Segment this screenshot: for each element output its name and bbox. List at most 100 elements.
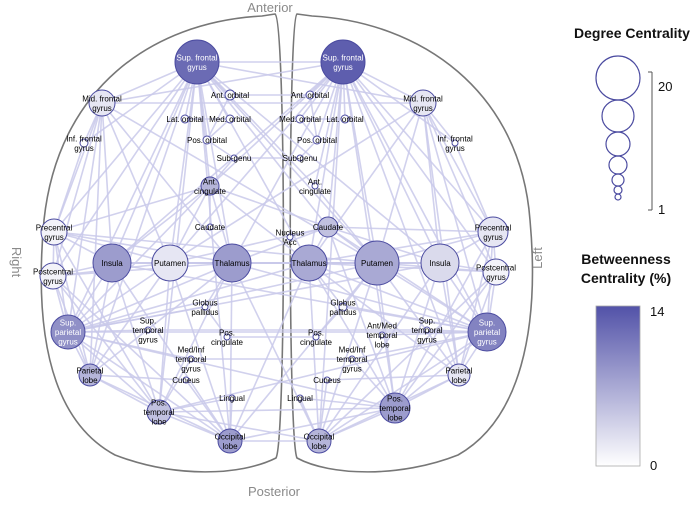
- node-circle-r-aorb: [224, 89, 236, 101]
- degree-min-label: 1: [658, 202, 665, 217]
- node-circle-l-subgenu: [296, 154, 304, 162]
- node-circle-l-gp: [338, 302, 348, 312]
- edge-r-aorb-r-porb: [206, 94, 231, 141]
- node-circle-l-mfg: [409, 89, 437, 117]
- node-label-l-spg: Sup.: [479, 319, 495, 328]
- node-label-l-stg: Sup.: [419, 317, 435, 326]
- node-label-l-stg: temporal: [411, 326, 442, 335]
- node-circle-r-lorb: [180, 114, 190, 124]
- node-label-l-caud: Caudate: [313, 223, 344, 232]
- node-circle-l-aorb: [305, 90, 315, 100]
- node-label-r-pcing: Pos.: [219, 328, 235, 337]
- degree-legend-circle-1: [614, 193, 622, 201]
- left-side-label: Left: [530, 247, 545, 269]
- edge-l-caud-l-ptl: [327, 226, 396, 409]
- edge-l-gp-l-pcing: [315, 306, 344, 338]
- node-label-l-mitg: temporal: [336, 355, 367, 364]
- degree-size-scale: [595, 55, 641, 201]
- node-circle-r-postcg: [39, 262, 67, 290]
- node-l-lorb: Lat. orbital: [326, 114, 364, 124]
- betweenness-legend-title-line2: Centrality (%): [581, 270, 671, 286]
- node-label-l-mfg: Mid. frontal: [403, 94, 443, 103]
- node-label-r-acing: Ant.: [203, 177, 217, 186]
- betweenness-min-label: 0: [650, 458, 657, 473]
- node-label-r-gp: pallidus: [191, 308, 218, 317]
- node-label-r-occ: lobe: [222, 442, 238, 451]
- node-label-l-mitg: Med/Inf: [339, 346, 366, 355]
- edge-r-insula-r-acing: [111, 185, 211, 264]
- node-circle-r-parl: [78, 363, 102, 387]
- betweenness-legend-title-line1: Betweenness: [581, 251, 671, 267]
- edge-r-put-r-spg: [67, 262, 171, 333]
- node-label-l-pcing: Pos.: [308, 328, 324, 337]
- edge-r-spg-r-ptl: [67, 331, 160, 413]
- node-label-r-ifg: gyrus: [74, 144, 94, 153]
- edge-r-thal-r-spg: [67, 262, 233, 333]
- node-label-l-ifg: Inf. frontal: [437, 134, 473, 143]
- right-side-label: Right: [9, 247, 24, 278]
- node-circle-r-morb: [225, 114, 235, 124]
- edge-r-spg-r-occ: [67, 331, 231, 442]
- node-l-porb: Pos. orbital: [297, 135, 337, 145]
- node-r-ling: Lingual: [219, 394, 245, 403]
- node-label-l-spg: gyrus: [477, 338, 497, 347]
- node-label-r-parl: lobe: [82, 376, 98, 385]
- node-circle-l-parl: [447, 363, 471, 387]
- degree-legend-circle-14: [601, 99, 635, 133]
- degree-legend-circle-20: [595, 55, 641, 101]
- node-l-put: Putamen: [354, 240, 400, 286]
- node-r-acing: Ant.cingulate: [194, 176, 227, 196]
- node-label-l-postcg: Postcentral: [476, 263, 516, 272]
- node-circle-r-pcing: [223, 333, 231, 341]
- node-circle-l-acing: [311, 182, 319, 190]
- node-label-r-occ: Occipital: [215, 432, 246, 441]
- degree-centrality-legend: Degree Centrality 20 1: [574, 25, 690, 217]
- node-label-r-ptl: lobe: [151, 418, 167, 427]
- node-circle-r-stg: [144, 326, 152, 334]
- node-label-l-porb: Pos. orbital: [297, 136, 337, 145]
- node-label-l-stg: gyrus: [417, 336, 437, 345]
- edge-r-sfg-l-mfg: [196, 61, 424, 104]
- node-r-thal: Thalamus: [212, 243, 252, 283]
- node-label-l-occ: Occipital: [304, 432, 335, 441]
- edge-l-ptl-l-ling: [299, 397, 396, 409]
- edge-r-put-r-ptl: [158, 262, 171, 413]
- node-circle-l-occ: [306, 428, 332, 454]
- edge-r-morb-r-porb: [206, 118, 231, 141]
- node-label-r-subgenu: Sub-genu: [217, 154, 252, 163]
- edge-r-thal-r-parl: [89, 262, 233, 376]
- node-label-l-ptl: lobe: [387, 414, 403, 423]
- node-r-put: Putamen: [151, 244, 189, 282]
- edge-l-precg-l-ptl: [394, 231, 494, 409]
- node-label-l-amtl: Ant/Med: [367, 322, 397, 331]
- node-label-r-mitg: Med/Inf: [178, 346, 205, 355]
- posterior-label: Posterior: [248, 484, 301, 499]
- node-label-l-parl: Parietal: [445, 366, 472, 375]
- node-circle-r-ifg: [79, 138, 89, 148]
- node-label-l-morb: Med. orbital: [279, 115, 321, 124]
- edge-r-sfg-r-insula: [111, 61, 198, 264]
- edge-r-gp-r-spg: [67, 306, 206, 333]
- node-circle-r-thal: [212, 243, 252, 283]
- edge-l-sfg-l-occ: [318, 61, 344, 442]
- edge-r-mfg-r-spg: [67, 102, 103, 333]
- edge-l-thal-r-acing: [209, 185, 310, 264]
- node-label-r-put: Putamen: [154, 259, 186, 268]
- node-label-r-ptl: Pos.: [151, 399, 167, 408]
- node-l-subgenu: Sub-genu: [283, 154, 318, 163]
- edge-r-sfg-l-acing: [196, 61, 316, 187]
- node-label-r-mitg: temporal: [175, 355, 206, 364]
- node-label-l-lorb: Lat. orbital: [326, 115, 364, 124]
- node-label-l-gp: pallidus: [329, 308, 356, 317]
